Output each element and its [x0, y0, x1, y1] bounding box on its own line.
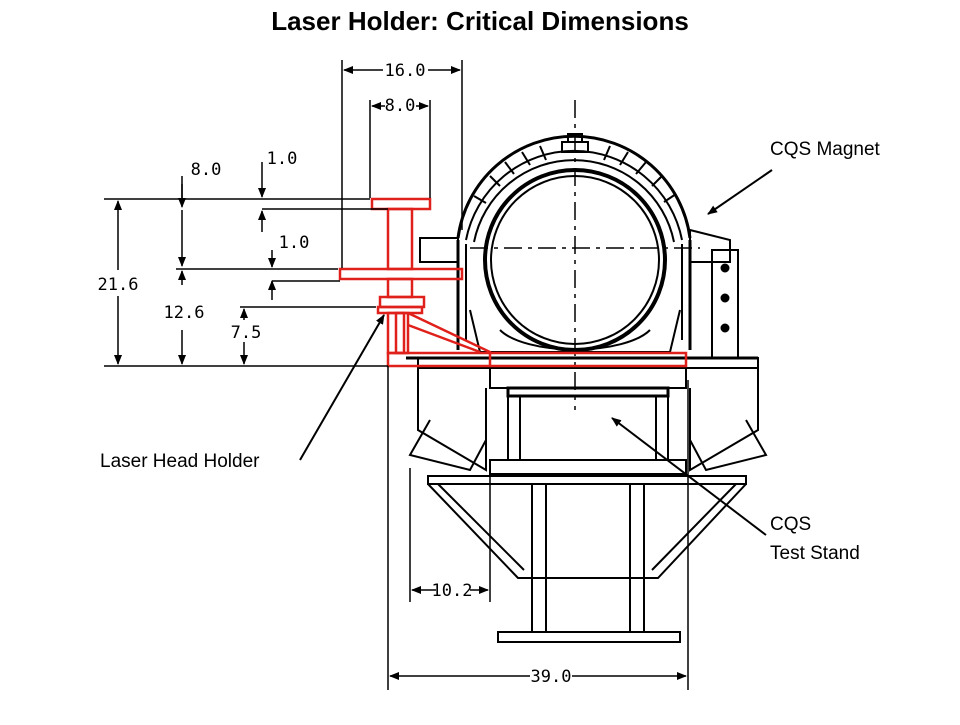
dim-7-5: 7.5 [231, 323, 262, 343]
dim-12-6: 12.6 [164, 303, 205, 323]
centerlines [470, 100, 700, 410]
dim-16: 16.0 [385, 61, 426, 81]
dim-8-left: 8.0 [191, 160, 222, 180]
callout-arrows [299, 169, 773, 536]
dim-1-lower: 1.0 [279, 233, 310, 253]
label-laser-head-holder: Laser Head Holder [100, 451, 260, 472]
dim-8-top: 8.0 [385, 96, 416, 116]
label-cqs-stand-line1: CQS [770, 514, 811, 535]
laser-head-holder [338, 197, 688, 368]
dimension-lines [104, 60, 689, 690]
cqs-test-stand [406, 356, 768, 643]
label-cqs-stand-line2: Test Stand [770, 543, 860, 564]
dim-10-2: 10.2 [432, 581, 473, 601]
dim-21-6: 21.6 [98, 275, 139, 295]
label-cqs-magnet: CQS Magnet [770, 139, 881, 160]
dim-39: 39.0 [531, 667, 572, 687]
page-title: Laser Holder: Critical Dimensions [271, 6, 689, 36]
dim-1-upper: 1.0 [267, 149, 298, 169]
cqs-magnet [419, 133, 739, 359]
